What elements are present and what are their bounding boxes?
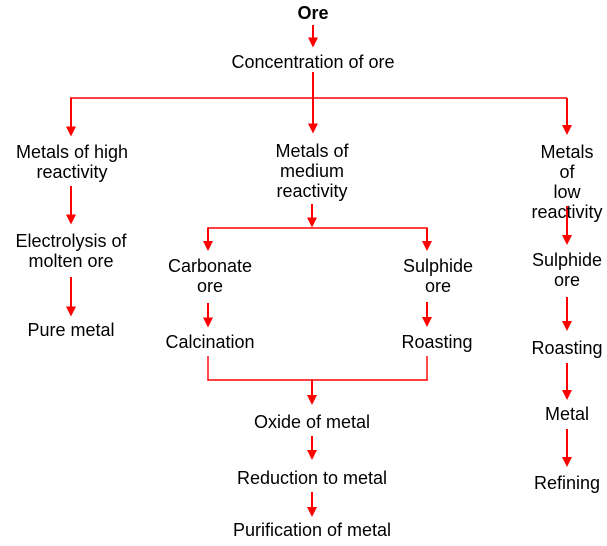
node-sulphide-ore-low: Sulphide ore (531, 250, 603, 290)
node-refining: Refining (533, 473, 601, 493)
node-reduction-to-metal: Reduction to metal (236, 468, 388, 488)
node-carbonate-ore: Carbonate ore (167, 256, 253, 296)
node-ore: Ore (297, 3, 329, 23)
node-metals-low-reactivity: Metals of low reactivity (531, 142, 603, 222)
node-roasting-medium: Roasting (401, 332, 473, 352)
node-sulphide-ore-medium: Sulphide ore (402, 256, 474, 296)
node-electrolysis: Electrolysis of molten ore (15, 231, 127, 271)
node-purification-of-metal: Purification of metal (232, 520, 392, 540)
node-pure-metal: Pure metal (27, 320, 115, 340)
node-oxide-of-metal: Oxide of metal (253, 412, 371, 432)
node-metals-high-reactivity: Metals of high reactivity (15, 142, 129, 182)
node-calcination: Calcination (165, 332, 255, 352)
node-metal: Metal (544, 404, 590, 424)
node-concentration-of-ore: Concentration of ore (231, 52, 395, 72)
node-metals-medium-reactivity: Metals of medium reactivity (275, 141, 349, 201)
node-roasting-low: Roasting (531, 338, 603, 358)
